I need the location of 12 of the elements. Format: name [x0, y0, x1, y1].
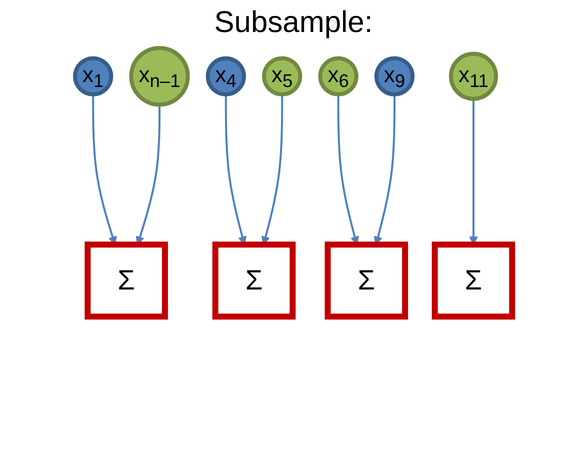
node-box: Σ	[212, 242, 296, 320]
node-circle: x$_{9}$	[374, 56, 415, 96]
node-circle: x$_{6}$	[318, 56, 358, 96]
node-circle: x$_{4}$	[206, 56, 246, 96]
node-box: Σ	[84, 242, 168, 320]
node-box: Σ	[432, 242, 516, 320]
node-circle: x$_{1}$	[72, 56, 114, 96]
node-circle: x$_{5}$	[262, 56, 302, 96]
node-circle: x$_{n–1}$	[129, 46, 190, 107]
node-box: Σ	[324, 242, 408, 320]
node-circle: x$_{11}$	[448, 52, 498, 101]
title: Subsample:	[214, 6, 373, 39]
